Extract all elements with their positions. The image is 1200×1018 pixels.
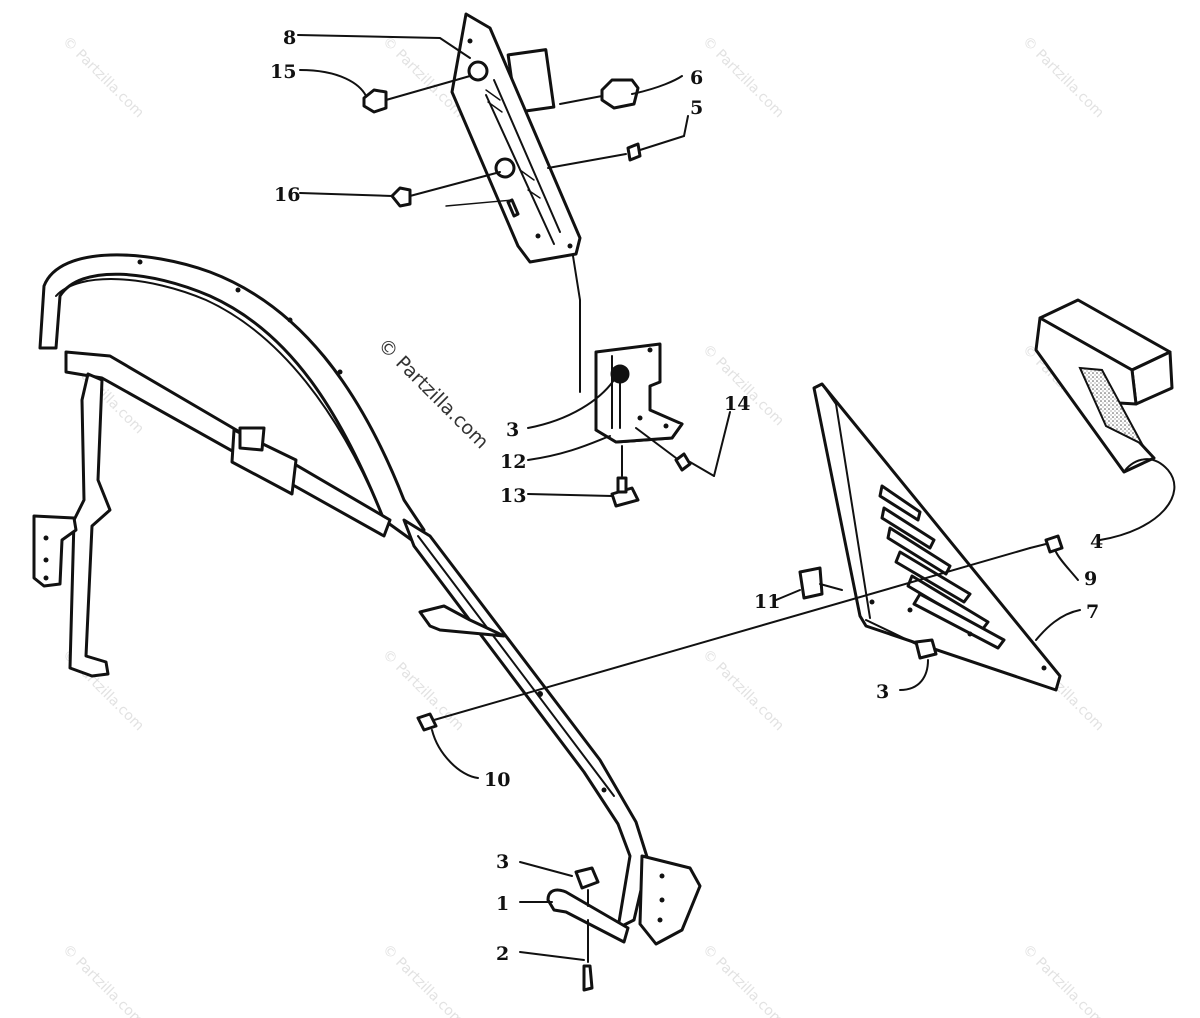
callout-15: 15	[270, 61, 296, 83]
mid-bracket	[594, 342, 684, 444]
foam-pad	[1034, 298, 1174, 474]
callout-2: 2	[496, 943, 509, 965]
part-5-rivet	[547, 135, 685, 169]
callout-12: 12	[500, 451, 526, 473]
callout-13: 13	[500, 485, 526, 507]
callout-11: 11	[754, 591, 780, 613]
part-13-nut-plate	[610, 445, 640, 508]
side-vent-panel	[812, 382, 1062, 692]
part-14-rivet	[635, 427, 715, 477]
main-hoop-handle	[32, 253, 702, 946]
watermark-main: © Partzilla.com	[373, 334, 492, 453]
part-2-bolt	[582, 919, 594, 992]
callout-8: 8	[283, 27, 296, 49]
watermark-tile: © Partzilla.com	[1019, 942, 1107, 1018]
callout-1: 1	[496, 893, 509, 915]
callout-labels: 8 15 6 5 16 3 12 13 14 4 9 11 7 3 10 3 1…	[270, 27, 1103, 965]
watermark-tile: © Partzilla.com	[699, 942, 787, 1018]
part-9-screw	[1029, 534, 1064, 554]
watermark-tile: © Partzilla.com	[379, 942, 467, 1018]
watermark-tile: © Partzilla.com	[59, 942, 147, 1018]
callout-9: 9	[1084, 568, 1097, 590]
upper-bracket-plate	[450, 12, 582, 264]
callout-3-right: 3	[876, 681, 889, 703]
watermark-tile: © Partzilla.com	[59, 34, 147, 122]
part-3-nut-bottom	[574, 866, 600, 907]
callout-6: 6	[690, 67, 703, 89]
part-15-screw	[362, 75, 471, 114]
part-11-clip	[798, 566, 843, 600]
watermark-tile: © Partzilla.com	[699, 34, 787, 122]
watermark-tile: © Partzilla.com	[699, 342, 787, 430]
callout-leaders	[297, 34, 1081, 961]
callout-7: 7	[1086, 601, 1099, 623]
callout-3-mid: 3	[506, 419, 519, 441]
callout-14: 14	[724, 393, 750, 415]
part-6-knob	[559, 78, 640, 110]
part-3-nut-right	[865, 619, 938, 660]
callout-3-bottom: 3	[496, 851, 509, 873]
part-16-screw	[390, 171, 513, 208]
callout-5: 5	[690, 97, 703, 119]
part-10-nut	[416, 712, 438, 732]
callout-16: 16	[274, 184, 300, 206]
callout-4: 4	[1090, 531, 1103, 553]
assembly-line-long	[433, 547, 1031, 721]
watermark-tile: © Partzilla.com	[699, 647, 787, 735]
watermark-tile: © Partzilla.com	[1019, 34, 1107, 122]
callout-10: 10	[484, 769, 510, 791]
